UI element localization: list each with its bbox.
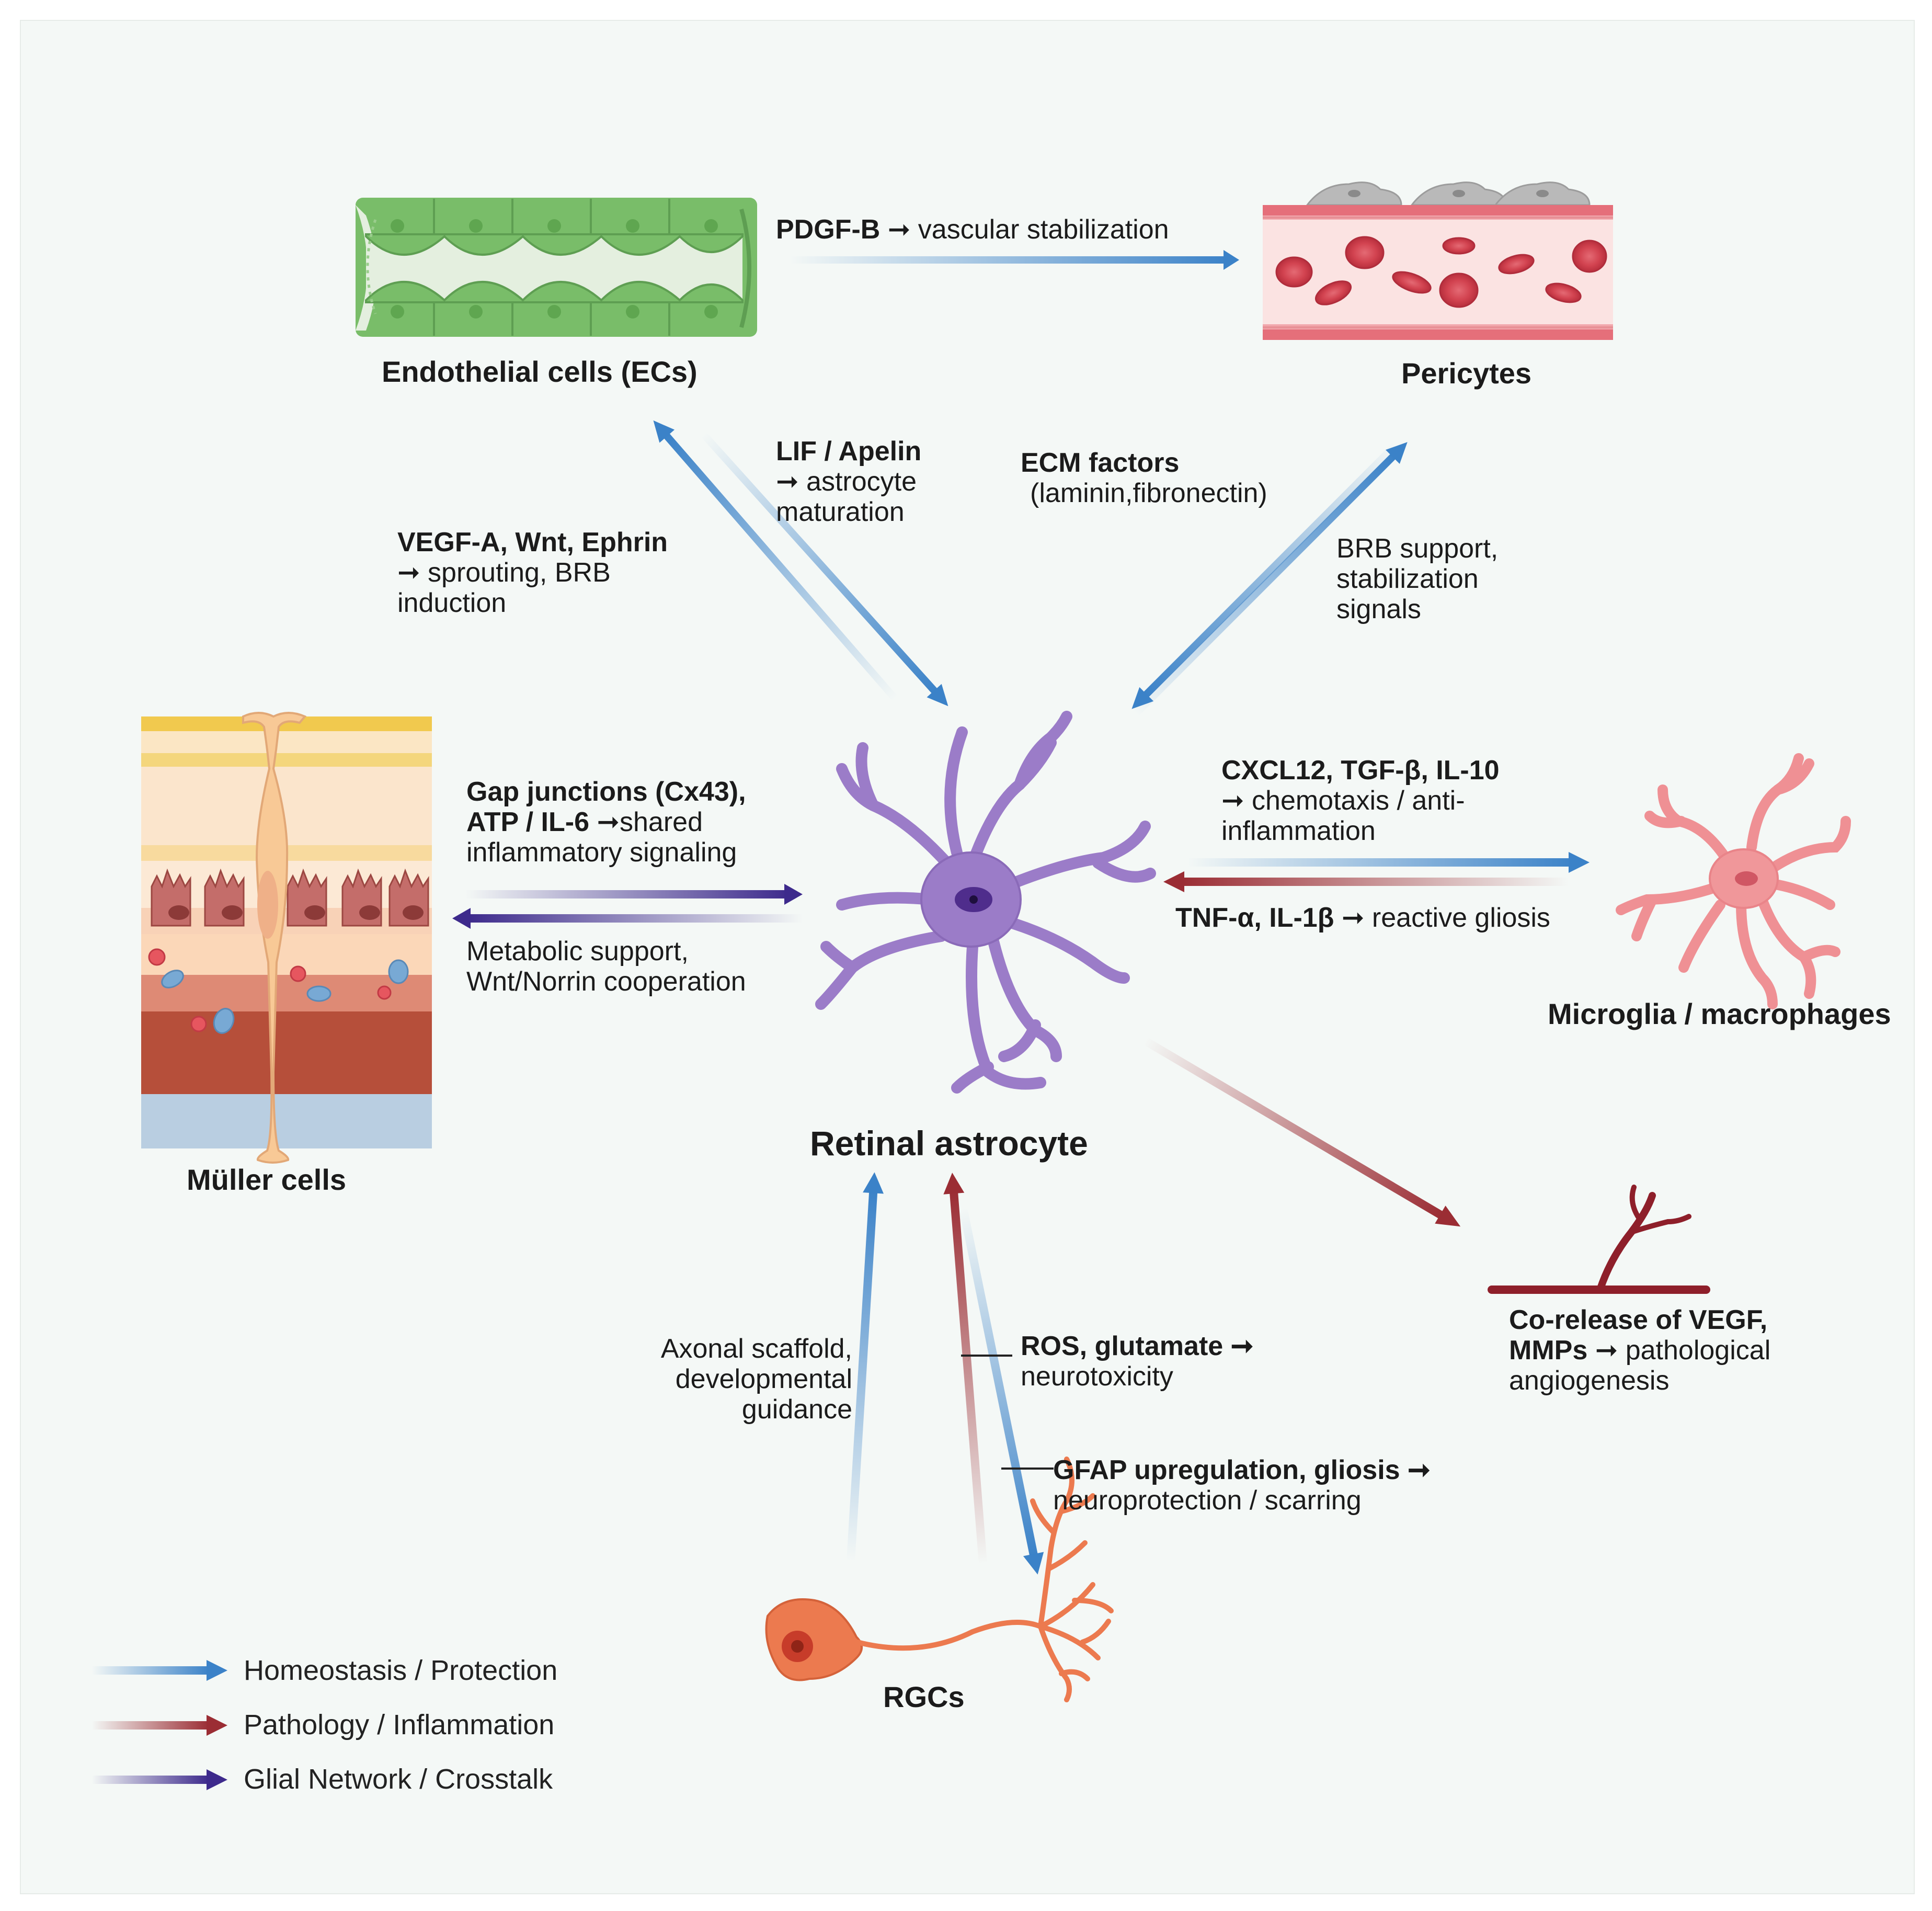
label-ecm-factors: ECM factors (laminin,fibronectin) — [1021, 448, 1267, 508]
label-rgcs: RGCs — [883, 1680, 965, 1713]
arrow-rgc-to-astrocyte-pathology — [943, 1173, 987, 1564]
microglia-icon — [1616, 753, 1851, 1009]
label-gfap: GFAP upregulation, gliosis ➞ neuroprotec… — [1053, 1455, 1431, 1516]
label-endothelial-cells: Endothelial cells (ECs) — [382, 355, 698, 388]
pericyte-vessel-icon — [1263, 181, 1613, 340]
label-co-release: Co-release of VEGF, MMPs ➞ pathological … — [1509, 1305, 1771, 1396]
arrows — [452, 250, 1590, 1575]
label-lif-apelin: LIF / Apelin ➞ astrocyte maturation — [776, 436, 922, 527]
arrow-microglia-to-astrocyte — [1163, 871, 1569, 892]
arrow-pericytes-to-astrocyte — [1131, 442, 1399, 709]
arrow-ec-to-astrocyte — [700, 431, 948, 707]
legend-homeostasis: Homeostasis / Protection — [244, 1655, 558, 1686]
label-retinal-astrocyte: Retinal astrocyte — [810, 1124, 1088, 1163]
label-tnf-il1b: TNF-α, IL-1β ➞ reactive gliosis — [1175, 903, 1550, 933]
arrow-astrocyte-to-vessel — [1142, 1037, 1461, 1227]
label-metabolic-support: Metabolic support, Wnt/Norrin cooperatio… — [466, 936, 746, 997]
vessel-branch-icon — [1488, 1185, 1710, 1294]
legend-glial: Glial Network / Crosstalk — [244, 1764, 553, 1795]
label-cxcl12: CXCL12, TGF-β, IL-10 ➞ chemotaxis / anti… — [1221, 755, 1500, 846]
label-muller-cells: Müller cells — [187, 1163, 347, 1196]
legend-arrow-glial — [92, 1769, 227, 1790]
arrow-pdgf-b — [790, 250, 1239, 270]
label-pericytes: Pericytes — [1401, 357, 1532, 390]
rgc-neuron-icon — [765, 1457, 1114, 1702]
endothelial-tube-icon — [356, 198, 757, 337]
arrow-astrocyte-to-pericytes — [1133, 442, 1408, 716]
label-vegf-wnt-ephrin: VEGF-A, Wnt, Ephrin ➞ sprouting, BRB ind… — [397, 527, 668, 618]
label-gap-junctions: Gap junctions (Cx43), ATP / IL-6 ➞shared… — [466, 777, 746, 868]
label-pdgf-b: PDGF-B ➞ vascular stabilization — [776, 214, 1169, 245]
legend-pathology: Pathology / Inflammation — [244, 1709, 555, 1741]
arrow-astrocyte-to-microglia — [1187, 852, 1590, 873]
arrow-rgc-to-astrocyte — [847, 1172, 884, 1562]
legend-arrows — [92, 1660, 227, 1790]
label-ros-glutamate: ROS, glutamate ➞ neurotoxicity — [1021, 1331, 1254, 1392]
arrow-astrocyte-to-ec — [653, 420, 898, 701]
label-brb-support: BRB support, stabilization signals — [1336, 533, 1499, 624]
arrow-astrocyte-to-rgc — [959, 1207, 1044, 1575]
arrow-muller-to-astrocyte — [465, 884, 803, 905]
legend-arrow-pathology — [92, 1715, 227, 1736]
label-axonal-scaffold: Axonal scaffold, developmental guidance — [660, 1334, 852, 1425]
arrow-astrocyte-to-muller — [452, 908, 803, 929]
muller-cell-layers-icon — [141, 712, 432, 1164]
astrocyte-icon — [815, 711, 1156, 1094]
label-microglia: Microglia / macrophages — [1548, 997, 1891, 1030]
legend-arrow-homeostasis — [92, 1660, 227, 1681]
